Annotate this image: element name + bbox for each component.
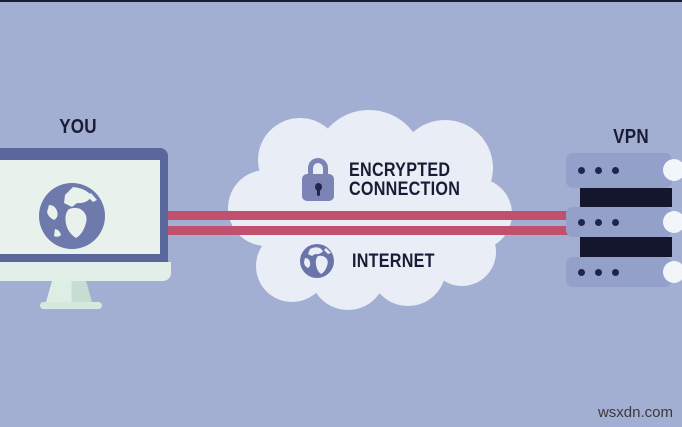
server-led-dot [595, 218, 602, 226]
monitor-chin [0, 262, 171, 281]
vpn-server-stack [566, 153, 682, 287]
lock-shackle [308, 158, 328, 177]
encrypted-connection-line2: CONNECTION [349, 179, 461, 200]
server-led-dot [612, 218, 619, 226]
globe-on-screen-icon [39, 183, 105, 249]
lock-icon [302, 158, 334, 202]
lock-keyhole [315, 183, 322, 191]
connection-stripe-bottom [100, 226, 600, 235]
server-rack-band [580, 188, 672, 207]
server-led-dot [612, 268, 619, 276]
monitor-screen [0, 160, 160, 254]
watermark: wsxdn.com [597, 404, 673, 421]
server-led-dot [595, 167, 602, 174]
server-knob-circle [663, 159, 682, 181]
server-unit [566, 153, 672, 188]
lock-keyhole-stem [317, 188, 320, 196]
server-led-dot [595, 268, 602, 276]
encrypted-connection-label: ENCRYPTED CONNECTION [349, 161, 460, 199]
server-led-dot [578, 167, 585, 174]
server-led-dot [578, 268, 585, 276]
server-unit [566, 257, 672, 287]
server-unit [566, 207, 672, 237]
globe-icon [298, 242, 336, 280]
encrypted-connection-line1: ENCRYPTED [349, 160, 451, 181]
user-label: YOU [59, 116, 97, 138]
server-led-dot [578, 218, 585, 226]
server-knob-circle [663, 211, 682, 233]
internet-label: INTERNET [352, 251, 435, 272]
top-border-line [0, 0, 682, 2]
server-led-dot [612, 167, 619, 174]
monitor-stand-neck [46, 281, 92, 302]
vpn-label: VPN [613, 126, 649, 148]
monitor-stand-base [40, 302, 102, 309]
connection-stripe-top [100, 211, 600, 220]
server-knob-circle [663, 261, 682, 283]
server-rack-band [580, 237, 672, 257]
monitor [0, 148, 168, 262]
